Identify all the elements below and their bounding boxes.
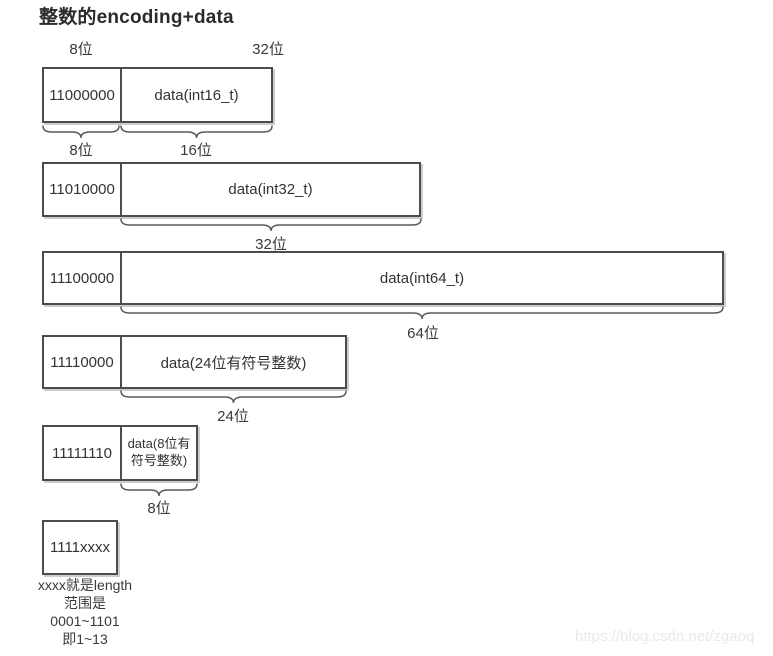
row-int24: 11110000 data(24位有符号整数) [42, 335, 347, 389]
encoding-box-int64: 11100000 [44, 253, 122, 303]
encoding-box-immediate: 1111xxxx [49, 539, 111, 556]
bit-label-top-8bit: 8位 [69, 41, 93, 58]
row-immediate: 1111xxxx [42, 520, 118, 575]
bit-label-int16-data: 16位 [180, 142, 212, 159]
data-box-int24: data(24位有符号整数) [160, 354, 307, 372]
bit-label-int24-data: 24位 [217, 408, 249, 425]
data-box-int16: data(int16_t) [154, 86, 239, 104]
footnote-line-4: 即1~13 [62, 631, 108, 647]
encoding-box-int16: 11000000 [44, 69, 122, 121]
data-box-int32: data(int32_t) [228, 181, 313, 198]
bit-label-int32-data: 32位 [255, 236, 287, 253]
bit-label-top-32bit: 32位 [252, 41, 284, 58]
data-box-int8: data(8位有符号整数) [127, 436, 191, 468]
brace-int64-data [120, 306, 724, 320]
brace-int8-data [120, 483, 198, 497]
footnote-line-1: xxxx就是length [37, 577, 133, 593]
page-title: 整数的encoding+data [39, 7, 234, 28]
encoding-box-int8: 11111110 [44, 427, 122, 479]
row-int8: 11111110 data(8位有符号整数) [42, 425, 198, 481]
brace-int24-data [120, 390, 347, 404]
bit-label-int16-encoding: 8位 [69, 142, 93, 159]
encoding-box-int24: 11110000 [44, 337, 122, 387]
brace-int16-encoding [42, 125, 120, 139]
brace-int16-data [120, 125, 273, 139]
brace-int32-data [120, 218, 422, 232]
footnote-line-2: 范围是 [64, 595, 106, 611]
data-box-int64: data(int64_t) [379, 269, 465, 287]
watermark-url: https://blog.csdn.net/zgaoq [575, 628, 755, 645]
row-int32: 11010000 data(int32_t) [42, 162, 421, 217]
bit-label-int64-data: 64位 [407, 325, 439, 342]
footnote: xxxx就是length 范围是 0001~1101 即1~13 [5, 576, 165, 648]
row-int16: 11000000 data(int16_t) [42, 67, 273, 123]
encoding-box-int32: 11010000 [44, 164, 122, 215]
row-int64: 11100000 data(int64_t) [42, 251, 724, 305]
bit-label-int8-data: 8位 [147, 500, 171, 517]
footnote-line-3: 0001~1101 [50, 613, 120, 629]
